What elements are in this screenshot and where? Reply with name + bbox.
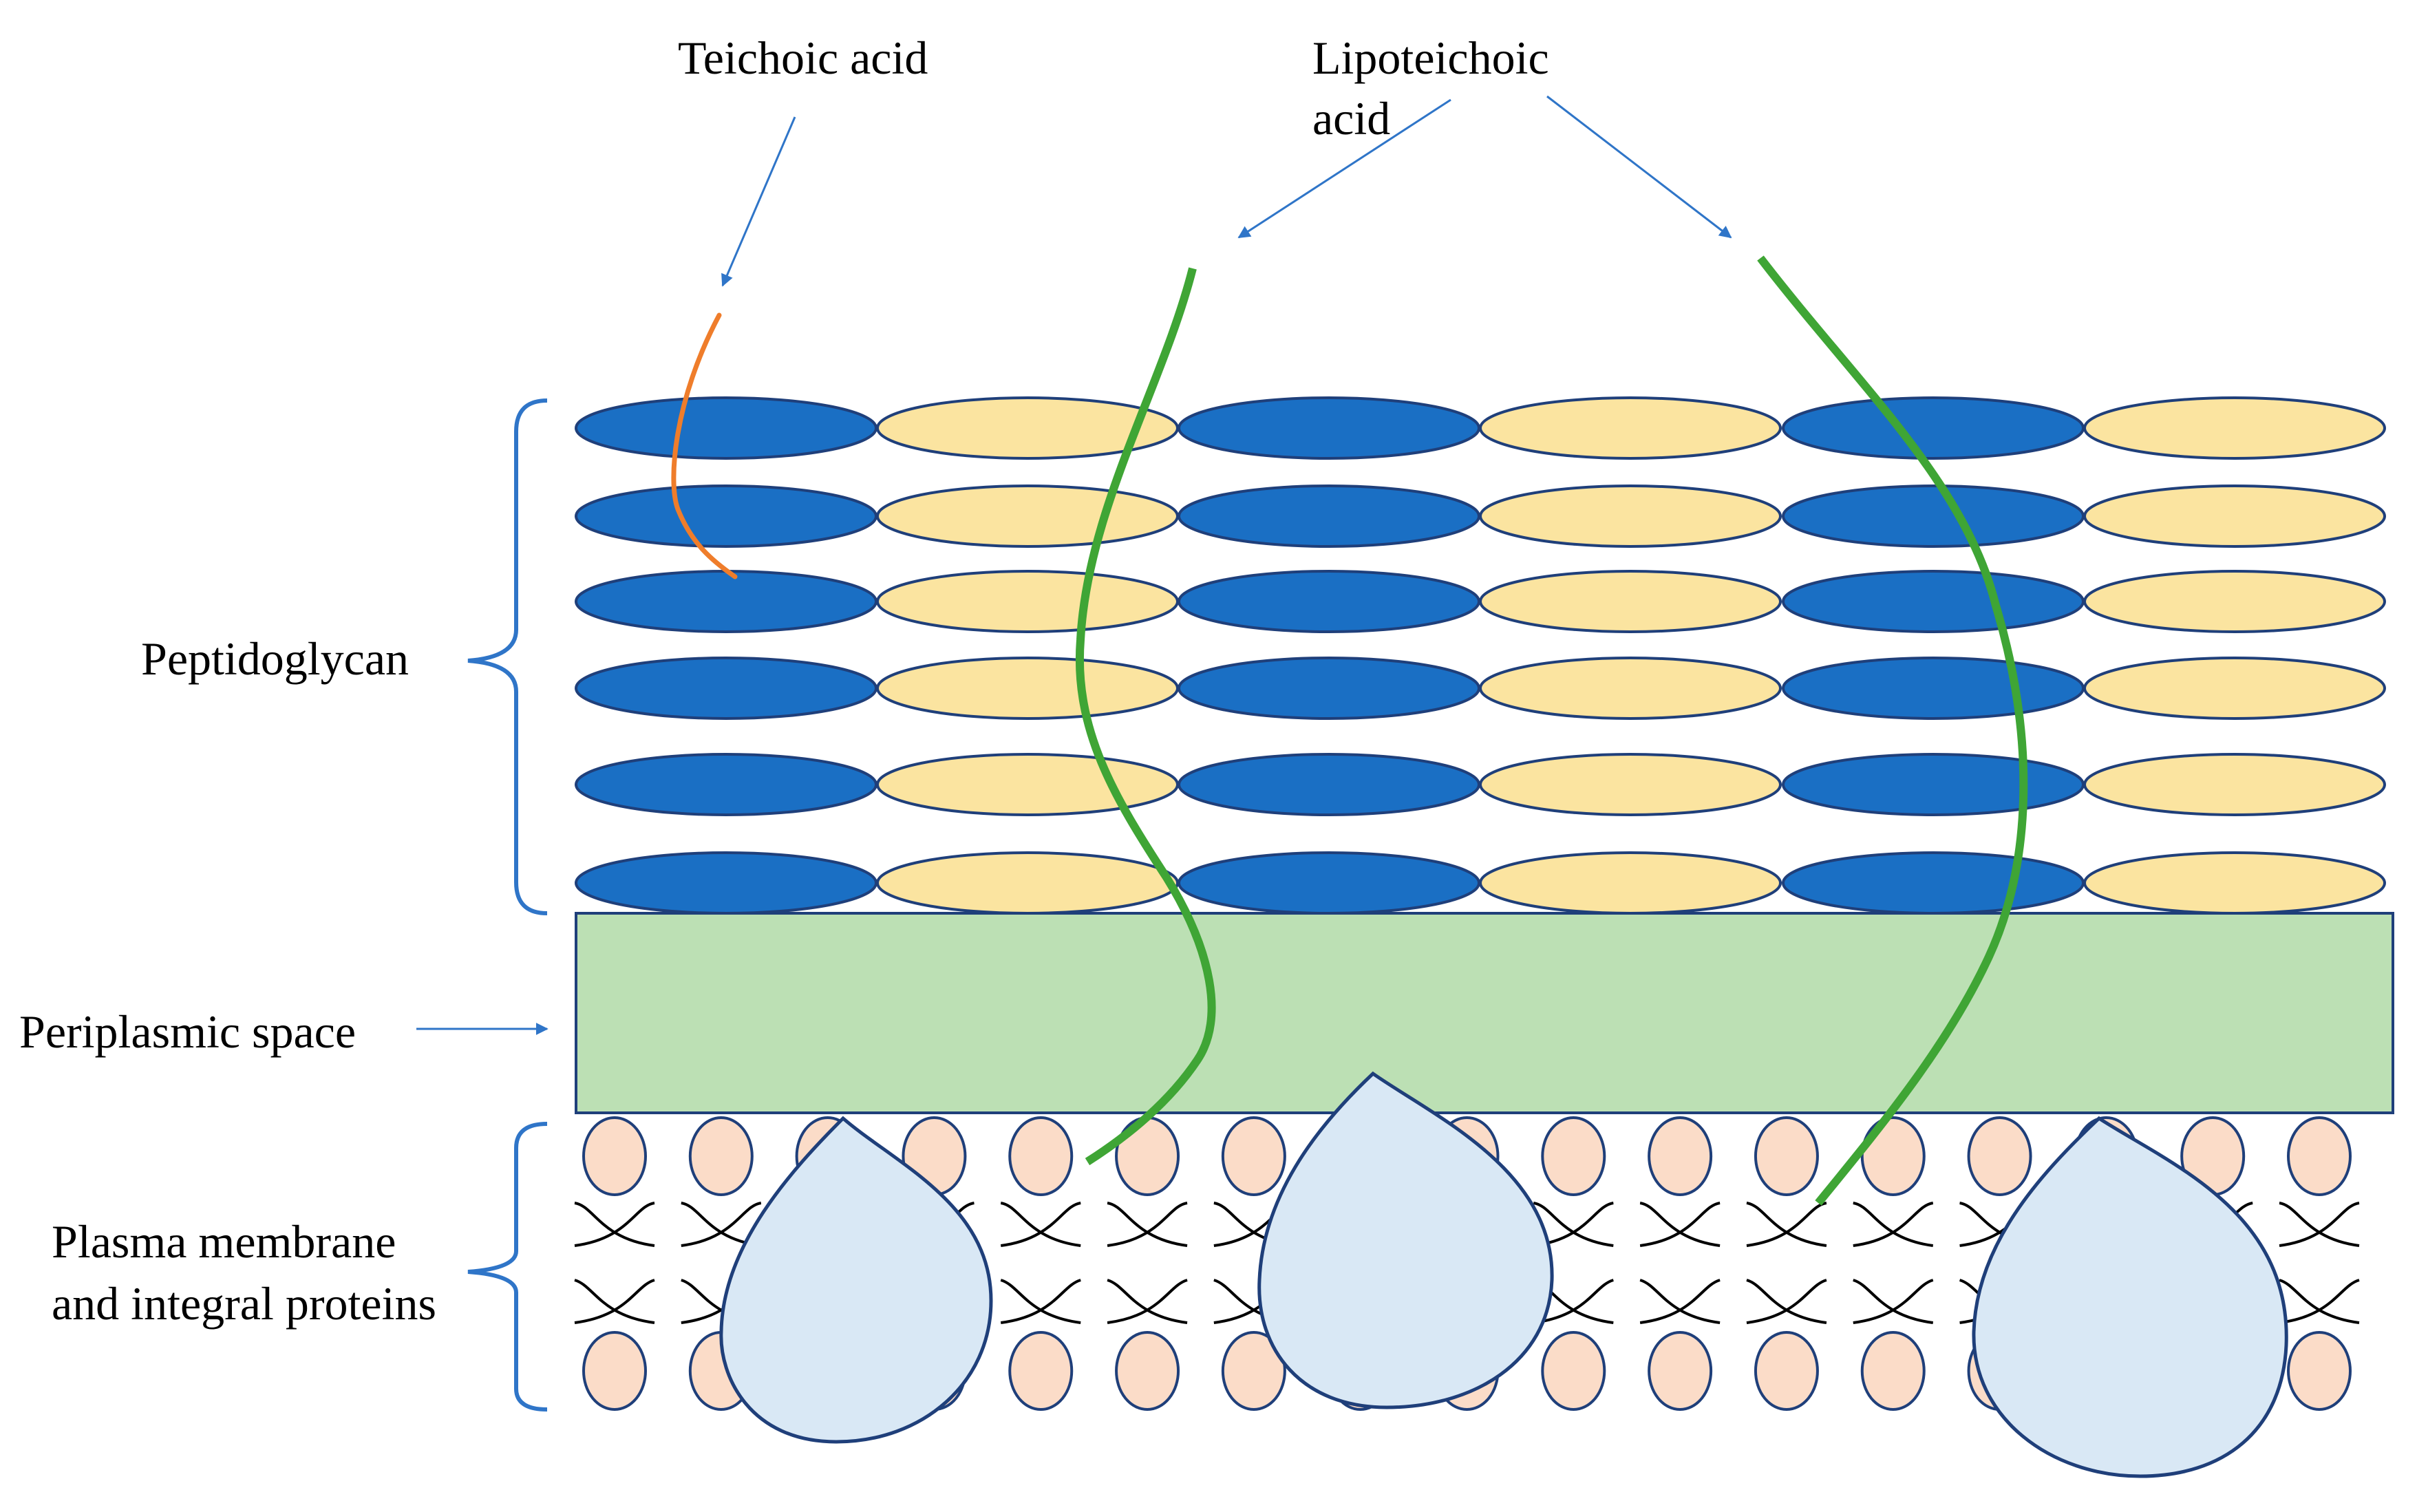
lipid-head [688, 1116, 754, 1196]
lipid-tail-icon [1746, 1279, 1827, 1324]
peptidoglycan-unit [575, 851, 877, 915]
lipoteichoic-acid-strand-right [1757, 255, 2028, 1206]
peptidoglycan-unit [876, 570, 1179, 633]
lipoteichoic-acid-label-line2: acid [1312, 92, 1390, 145]
lipid-tail-icon [1853, 1279, 1934, 1324]
lipid-tail-icon [1746, 1202, 1827, 1247]
lipid-head [1008, 1331, 1074, 1411]
lipid-head [582, 1116, 647, 1196]
lipid-head [1221, 1331, 1286, 1411]
lipid-head [1648, 1116, 1713, 1196]
lipid-tail-icon [2279, 1279, 2360, 1324]
lipid-head [1541, 1331, 1606, 1411]
lipid-head [1860, 1331, 1926, 1411]
peptidoglycan-unit [1782, 570, 2085, 633]
integral-protein-icon [1972, 1116, 2288, 1478]
peptidoglycan-unit [2083, 753, 2386, 816]
lipoteichoic-acid-strand-left [1076, 267, 1216, 1166]
lipid-tail-icon [574, 1279, 655, 1324]
lipid-tail-icon [1533, 1202, 1614, 1247]
lipid-tail-icon [1000, 1279, 1081, 1324]
lipoteichoic-acid-label-line1: Lipoteichoic [1312, 32, 1549, 84]
lipid-tail-icon [1107, 1202, 1188, 1247]
lipid-head [1967, 1116, 2032, 1196]
lipid-head [1115, 1331, 1180, 1411]
periplasmic-space-band [575, 912, 2394, 1114]
peptidoglycan-unit [1178, 657, 1480, 720]
lipid-tail-icon [1639, 1202, 1721, 1247]
peptidoglycan-unit [2083, 570, 2386, 633]
peptidoglycan-unit [1178, 570, 1480, 633]
lipid-head [1008, 1116, 1074, 1196]
plasma-membrane-label-line1: Plasma membrane [52, 1215, 396, 1268]
lipid-head [582, 1331, 647, 1411]
lipoteichoic-acid-arrow-left [1237, 98, 1451, 239]
peptidoglycan-unit [1178, 485, 1480, 548]
lipid-head [1754, 1116, 1819, 1196]
peptidoglycan-unit [1178, 396, 1480, 460]
lipid-head [1648, 1331, 1713, 1411]
plasma-membrane-label-line2: and integral proteins [52, 1277, 436, 1330]
peptidoglycan-unit [1178, 851, 1480, 915]
lipid-head [1754, 1331, 1819, 1411]
peptidoglycan-unit [876, 485, 1179, 548]
peptidoglycan-unit [1479, 753, 1782, 816]
teichoic-acid-arrow [721, 116, 796, 287]
peptidoglycan-unit [575, 570, 877, 633]
lipid-tail-icon [2279, 1202, 2360, 1247]
lipid-head [1221, 1116, 1286, 1196]
peptidoglycan-unit [1479, 851, 1782, 915]
lipid-head [2287, 1331, 2352, 1411]
peptidoglycan-unit [575, 485, 877, 548]
peptidoglycan-unit [1782, 753, 2085, 816]
lipid-head [2287, 1116, 2352, 1196]
lipid-head [1115, 1116, 1180, 1196]
peptidoglycan-unit [575, 396, 877, 460]
peptidoglycan-unit [575, 753, 877, 816]
peptidoglycan-unit [2083, 851, 2386, 915]
peptidoglycan-layer [575, 396, 2386, 915]
peptidoglycan-unit [1782, 657, 2085, 720]
plasma-membrane-bracket [467, 1122, 548, 1412]
peptidoglycan-unit [876, 851, 1179, 915]
peptidoglycan-unit [1479, 396, 1782, 460]
peptidoglycan-unit [1178, 753, 1480, 816]
teichoic-acid-label: Teichoic acid [678, 32, 928, 84]
peptidoglycan-unit [1782, 485, 2085, 548]
lipid-tail-icon [1000, 1202, 1081, 1247]
peptidoglycan-unit [2083, 657, 2386, 720]
peptidoglycan-unit [575, 657, 877, 720]
lipid-tail-icon [1639, 1279, 1721, 1324]
peptidoglycan-unit [1782, 851, 2085, 915]
peptidoglycan-bracket [467, 398, 548, 915]
teichoic-acid-strand [671, 312, 738, 579]
lipid-tail-icon [574, 1202, 655, 1247]
peptidoglycan-unit [1479, 657, 1782, 720]
peptidoglycan-unit [1479, 570, 1782, 633]
peptidoglycan-unit [876, 753, 1179, 816]
integral-protein-icon [719, 1116, 993, 1444]
integral-protein-icon [1257, 1071, 1554, 1409]
lipid-head [1541, 1116, 1606, 1196]
periplasmic-space-label: Periplasmic space [19, 1005, 356, 1058]
peptidoglycan-unit [1782, 396, 2085, 460]
lipid-head [1860, 1116, 1926, 1196]
lipoteichoic-acid-arrow-right [1546, 95, 1732, 239]
integral-proteins [719, 1071, 2288, 1478]
peptidoglycan-unit [2083, 396, 2386, 460]
label-arrows [416, 95, 1732, 1035]
peptidoglycan-label: Peptidoglycan [141, 632, 409, 685]
peptidoglycan-unit [1479, 485, 1782, 548]
lipid-tail-icon [1107, 1279, 1188, 1324]
peptidoglycan-unit [2083, 485, 2386, 548]
lipid-tail-icon [1853, 1202, 1934, 1247]
peptidoglycan-unit [876, 657, 1179, 720]
